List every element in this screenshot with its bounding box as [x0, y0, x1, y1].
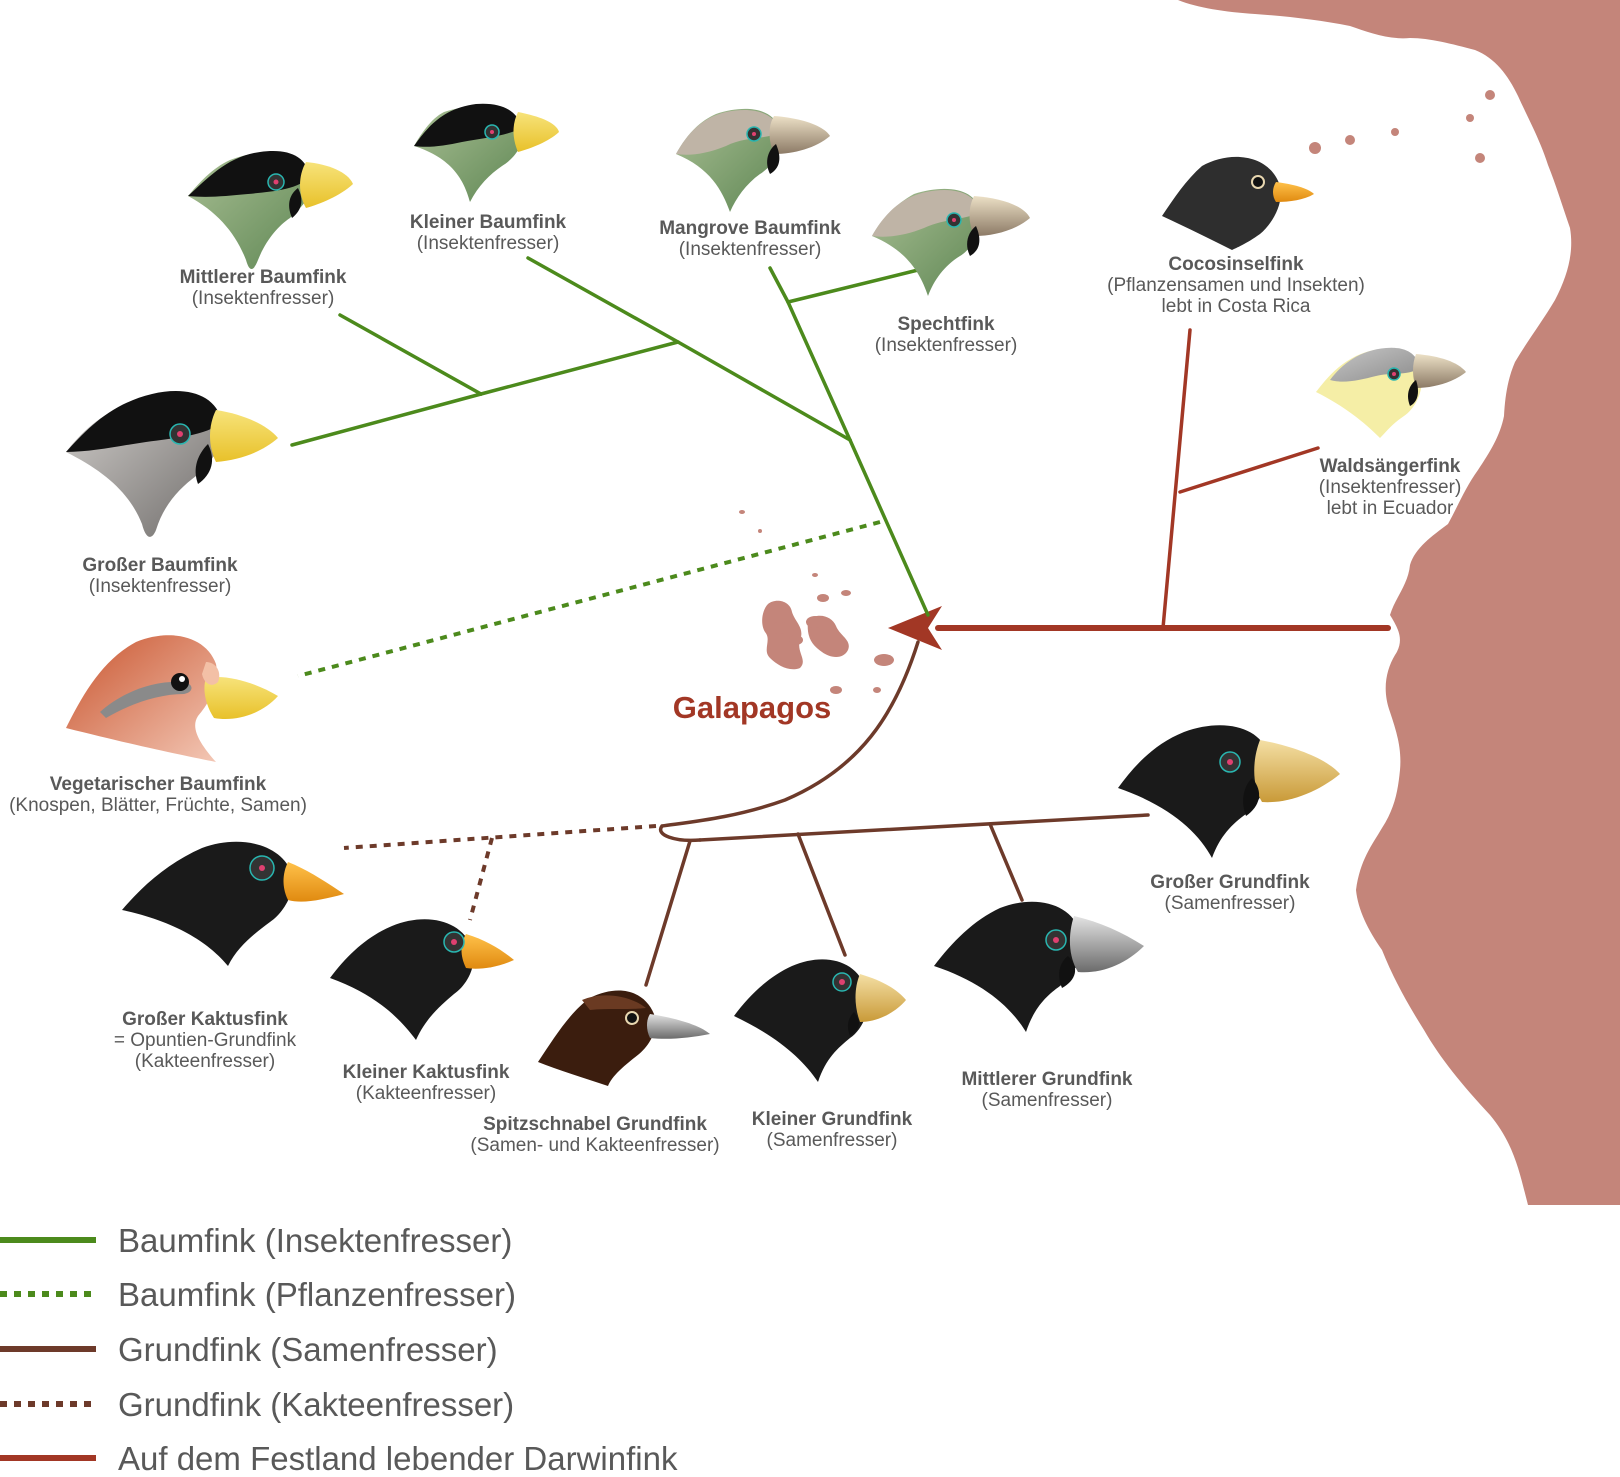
- bird-mittlerer-baumfink: [188, 151, 353, 270]
- label-kleiner-kaktusfink: Kleiner Kaktusfink(Kakteenfresser): [343, 1062, 510, 1104]
- galapagos-islands: [739, 510, 894, 694]
- galapagos-label: Galapagos: [673, 690, 832, 725]
- legend: Baumfink (Insektenfresser) Baumfink (Pfl…: [0, 1222, 678, 1477]
- bird-mittlerer-grundfink: [934, 901, 1144, 1032]
- bird-mangrove-baumfink: [676, 108, 830, 212]
- bird-waldsaengerfink: [1316, 347, 1466, 438]
- svg-text:Baumfink (Insektenfresser): Baumfink (Insektenfresser): [118, 1222, 512, 1259]
- label-cocosinselfink: Cocosinselfink(Pflanzensamen und Insekte…: [1107, 254, 1365, 317]
- label-spechtfink: Spechtfink(Insektenfresser): [875, 314, 1018, 356]
- label-mittlerer-grundfink: Mittlerer Grundfink(Samenfresser): [961, 1069, 1132, 1111]
- bird-vegetarischer-baumfink: [66, 635, 278, 762]
- legend-item-grundfink-kakteenfresser: Grundfink (Kakteenfresser): [0, 1386, 514, 1423]
- bird-grosser-kaktusfink: [122, 841, 344, 966]
- bird-kleiner-kaktusfink: [330, 919, 514, 1040]
- label-mangrove-baumfink: Mangrove Baumfink(Insektenfresser): [659, 218, 841, 260]
- svg-text:Auf dem Festland lebender Darw: Auf dem Festland lebender Darwinfink: [118, 1440, 678, 1477]
- tree-trunk: [848, 438, 930, 617]
- label-kleiner-grundfink: Kleiner Grundfink(Samenfresser): [752, 1109, 913, 1151]
- label-vegetarischer-baumfink: Vegetarischer Baumfink(Knospen, Blätter,…: [9, 774, 307, 816]
- svg-text:Grundfink (Kakteenfresser): Grundfink (Kakteenfresser): [118, 1386, 514, 1423]
- mainland-coast: [1178, 0, 1620, 1205]
- vegetarian-branch: [297, 520, 881, 678]
- legend-item-festland: Auf dem Festland lebender Darwinfink: [0, 1440, 678, 1477]
- label-kleiner-baumfink: Kleiner Baumfink(Insektenfresser): [410, 212, 567, 254]
- svg-text:Baumfink (Pflanzenfresser): Baumfink (Pflanzenfresser): [118, 1276, 516, 1313]
- legend-item-baumfink-pflanzenfresser: Baumfink (Pflanzenfresser): [0, 1276, 516, 1313]
- ground-trunk: [658, 640, 920, 843]
- bird-grosser-baumfink: [66, 391, 278, 537]
- svg-text:Grundfink (Samenfresser): Grundfink (Samenfresser): [118, 1331, 498, 1368]
- legend-item-baumfink-insektenfresser: Baumfink (Insektenfresser): [0, 1222, 512, 1259]
- label-waldsaengerfink: Waldsängerfink(Insektenfresser)lebt in E…: [1319, 456, 1462, 519]
- bird-cocosinselfink: [1162, 156, 1314, 250]
- arrow-head: [888, 606, 942, 650]
- label-grosser-kaktusfink: Großer Kaktusfink= Opuntien-Grundfink(Ka…: [114, 1009, 297, 1072]
- bird-spitzschnabel-grundfink: [538, 990, 710, 1086]
- finch-labels: Mittlerer Baumfink(Insektenfresser) Klei…: [9, 212, 1461, 1156]
- bird-grosser-grundfink: [1118, 725, 1340, 858]
- bird-spechtfink: [872, 188, 1030, 296]
- label-mittlerer-baumfink: Mittlerer Baumfink(Insektenfresser): [180, 267, 347, 309]
- waldsaenger-branch: [1178, 446, 1320, 494]
- cocos-branch: [1161, 328, 1192, 630]
- bird-kleiner-baumfink: [414, 103, 559, 202]
- tree-lines: [290, 256, 1391, 987]
- bird-kleiner-grundfink: [734, 959, 906, 1082]
- label-grosser-grundfink: Großer Grundfink(Samenfresser): [1150, 872, 1310, 914]
- label-grosser-baumfink: Großer Baumfink(Insektenfresser): [82, 555, 238, 597]
- legend-item-grundfink-samenfresser: Grundfink (Samenfresser): [0, 1331, 498, 1368]
- label-spitzschnabel-grundfink: Spitzschnabel Grundfink(Samen- und Kakte…: [470, 1114, 719, 1156]
